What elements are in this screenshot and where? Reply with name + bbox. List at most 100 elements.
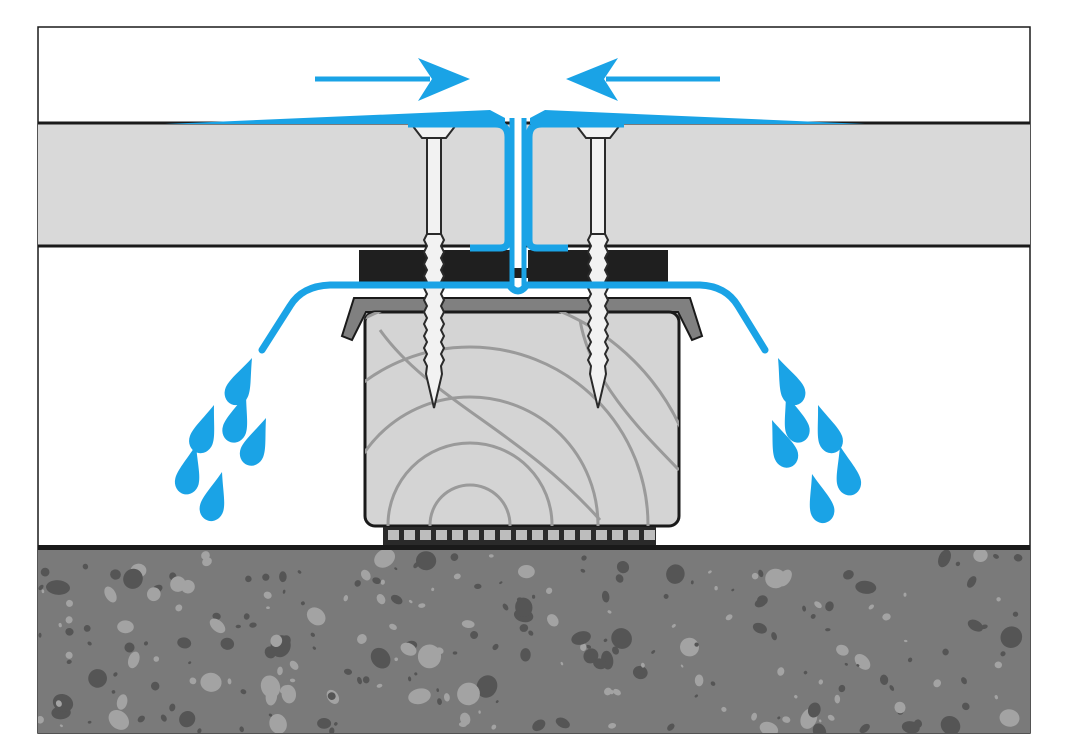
aggregate-stone — [245, 575, 252, 583]
shim-tooth — [564, 530, 575, 540]
aggregate-stone — [41, 589, 45, 594]
aggregate-stone — [357, 634, 367, 644]
aggregate-stone — [844, 662, 848, 666]
aggregate-stone — [694, 674, 704, 687]
aggregate-stone — [59, 724, 63, 728]
aggregate-stone — [940, 715, 961, 733]
aggregate-stone — [580, 568, 586, 573]
aggregate-stone — [457, 682, 480, 706]
shim-tooth — [436, 530, 447, 540]
aggregate-stone — [279, 571, 287, 583]
shim-tooth — [516, 530, 527, 540]
aggregate-stone — [329, 727, 335, 733]
aggregate-stone — [803, 670, 808, 675]
aggregate-stone — [117, 620, 134, 634]
aggregate-stone — [300, 601, 305, 606]
aggregate-stone — [153, 656, 160, 662]
aggregate-stone — [177, 637, 192, 649]
aggregate-stone — [1012, 611, 1019, 617]
aggregate-stone — [360, 569, 371, 581]
aggregate-stone — [289, 678, 296, 683]
aggregate-stone — [777, 716, 781, 720]
aggregate-stone — [55, 700, 62, 707]
aggregate-stone — [306, 607, 326, 626]
aggregate-stone — [461, 620, 475, 629]
aggregate-stone — [227, 678, 232, 685]
aggregate-stone — [771, 632, 777, 641]
wood-grain — [365, 312, 679, 526]
aggregate-stone — [528, 630, 534, 636]
aggregate-stone — [491, 724, 497, 730]
shim-tooth — [580, 530, 591, 540]
aggregate-stone — [666, 564, 685, 584]
shim-tooth — [612, 530, 623, 540]
aggregate-stone — [583, 648, 599, 664]
aggregate-stone — [994, 661, 1002, 669]
aggregate-stone — [547, 614, 559, 627]
aggregate-stone — [38, 584, 44, 591]
aggregate-stone — [289, 660, 299, 670]
aggregate-stone — [671, 624, 676, 628]
aggregate-stone — [807, 702, 821, 718]
aggregate-stone — [751, 712, 758, 721]
aggregate-stone — [663, 593, 669, 599]
aggregate-stone — [327, 692, 336, 700]
shim-tooth — [532, 530, 543, 540]
aggregate-stone — [179, 710, 196, 728]
aggregate-stone — [188, 661, 192, 665]
aggregate-stone — [731, 588, 735, 592]
aggregate-stone — [515, 597, 533, 617]
aggregate-stone — [967, 619, 984, 632]
aggregate-stone — [838, 684, 846, 693]
shim-tooth — [484, 530, 495, 540]
aggregate-stone — [239, 726, 244, 733]
aggregate-stone — [376, 593, 386, 605]
aggregate-stone — [268, 713, 273, 717]
aggregate-stone — [452, 651, 458, 655]
aggregate-stone — [370, 647, 391, 669]
aggregate-stone — [65, 651, 73, 659]
aggregate-stone — [502, 603, 509, 611]
aggregate-stone — [520, 648, 531, 662]
aggregate-stone — [104, 586, 117, 603]
shim-tooth — [388, 530, 399, 540]
aggregate-stone — [310, 632, 315, 637]
aggregate-stone — [437, 698, 442, 705]
aggregate-stone — [802, 605, 807, 612]
aggregate-stone — [376, 683, 383, 688]
aggregate-stone — [334, 722, 338, 726]
aggregate-stone — [197, 728, 202, 733]
aggregate-stone — [973, 549, 988, 563]
aggregate-stone — [933, 679, 942, 688]
aggregate-stone — [408, 688, 431, 705]
aggregate-stone — [390, 594, 403, 605]
aggregate-stone — [235, 624, 241, 629]
aggregate-stone — [615, 574, 624, 583]
aggregate-stone — [413, 562, 419, 569]
aggregate-stone — [389, 623, 397, 630]
aggregate-stone — [580, 643, 587, 651]
aggregate-stone — [408, 600, 413, 604]
aggregate-stone — [855, 580, 877, 594]
shim-tooth — [500, 530, 511, 540]
aggregate-stone — [458, 721, 467, 728]
aggregate-stone — [531, 594, 536, 599]
aggregate-stone — [794, 694, 798, 699]
aggregate-stone — [418, 603, 426, 608]
aggregate-stone — [38, 632, 42, 638]
aggregate-stone — [999, 709, 1020, 727]
aggregate-stone — [612, 646, 619, 655]
aggregate-stone — [555, 717, 570, 729]
aggregate-stone — [400, 642, 417, 656]
aggregate-stone — [894, 701, 906, 714]
aggregate-stone — [417, 644, 442, 669]
aggregate-stone — [170, 576, 186, 592]
aggregate-stone — [519, 624, 529, 632]
aggregate-stone — [212, 612, 221, 620]
aggregate-stone — [209, 618, 226, 634]
aggregate-stone — [907, 657, 913, 663]
adjustable-shim-base — [383, 527, 656, 545]
aggregate-stone — [810, 613, 816, 619]
aggregate-stone — [495, 700, 499, 704]
aggregate-stone — [721, 706, 727, 712]
